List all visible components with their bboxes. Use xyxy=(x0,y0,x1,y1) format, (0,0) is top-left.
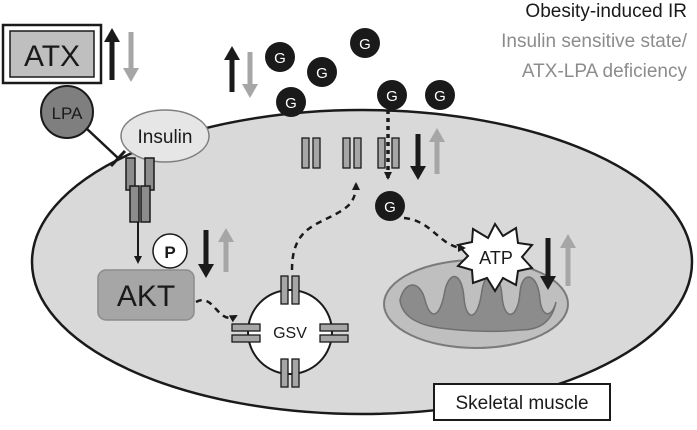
svg-text:G: G xyxy=(285,95,297,112)
glucose-molecules: G G G G G G G xyxy=(265,28,455,221)
glucose-1: G xyxy=(265,42,295,72)
glucose-5: G xyxy=(377,80,407,110)
membrane-transporters xyxy=(301,137,400,169)
akt-box: AKT xyxy=(97,269,195,321)
atx-label: ATX xyxy=(24,40,80,73)
lpa-inhibition xyxy=(85,127,127,168)
svg-text:G: G xyxy=(274,50,286,67)
svg-text:Skeletal muscle: Skeletal muscle xyxy=(455,393,588,414)
phospho-label: P xyxy=(164,243,175,262)
glucose-to-atp-arrow xyxy=(403,216,466,252)
uptake-change-arrows xyxy=(224,46,258,98)
glucose-2: G xyxy=(307,57,337,87)
svg-text:G: G xyxy=(384,199,396,216)
gsv-vesicle: GSV xyxy=(231,275,349,388)
akt-label: AKT xyxy=(117,280,175,313)
glucose-6: G xyxy=(425,80,455,110)
atx-box: ATX xyxy=(1,23,103,85)
skeletal-muscle-label: Skeletal muscle xyxy=(433,383,611,421)
skeletal-muscle-cell xyxy=(30,108,694,416)
atp-label: ATP xyxy=(479,248,513,268)
glucose-7-intracellular: G xyxy=(375,191,405,221)
svg-text:G: G xyxy=(316,65,328,82)
legend-obesity: Obesity-induced IR xyxy=(525,1,687,22)
atx-change-arrows xyxy=(104,28,139,82)
svg-text:G: G xyxy=(386,88,398,105)
lpa-circle: LPA xyxy=(40,85,94,139)
transport-change-arrows xyxy=(410,128,445,180)
svg-text:G: G xyxy=(359,36,371,53)
lpa-label: LPA xyxy=(52,104,84,123)
glucose-4: G xyxy=(276,87,306,117)
insulin-ellipse: Insulin xyxy=(120,109,210,163)
phospho-circle: P xyxy=(152,233,188,269)
atp-change-arrows xyxy=(540,234,576,290)
glucose-3: G xyxy=(350,28,380,58)
legend-sensitive-line2: ATX-LPA deficiency xyxy=(521,61,687,82)
insulin-receptor xyxy=(125,157,155,223)
legend-sensitive-line1: Insulin sensitive state/ xyxy=(501,31,687,52)
svg-text:G: G xyxy=(434,88,446,105)
akt-to-gsv-arrow xyxy=(195,298,238,323)
phospho-change-arrows xyxy=(198,228,234,278)
insulin-label: Insulin xyxy=(138,127,193,148)
gsv-label: GSV xyxy=(273,325,307,342)
gsv-to-membrane-arrow xyxy=(290,182,360,271)
